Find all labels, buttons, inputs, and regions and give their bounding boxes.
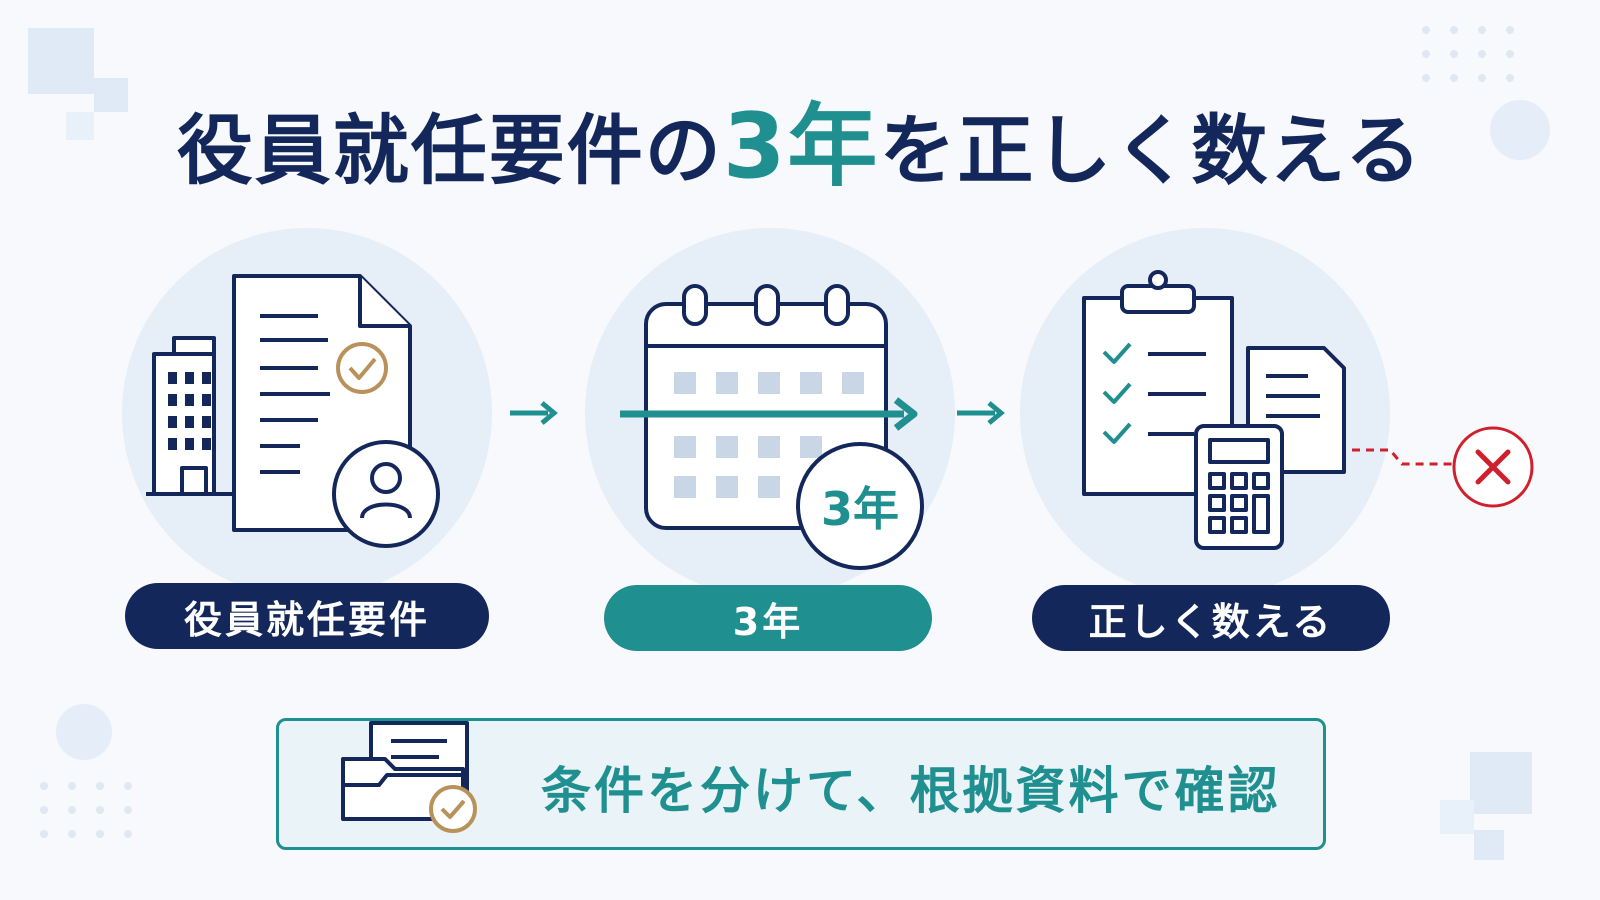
decor-circle-bottom-left: [56, 704, 112, 760]
arrow-right-icon-1: [508, 398, 558, 428]
title-accent: 3年: [722, 94, 880, 199]
decor-circle-right: [1490, 100, 1550, 160]
arrow-right-icon-2: [955, 398, 1005, 428]
decor-dots-bottom-left: [36, 780, 146, 850]
error-x-icon: [1450, 424, 1536, 510]
dashed-connector: [1350, 440, 1460, 480]
calendar-icon: [610, 280, 930, 580]
conclusion-text: 条件を分けて、根拠資料で確認: [541, 762, 1281, 820]
page-title: 役員就任要件の3年を正しく数える: [176, 94, 1424, 199]
decor-squares-top-left: [28, 28, 128, 143]
decor-dots-top-right: [1420, 22, 1530, 92]
step-2-label: 3年: [604, 585, 932, 651]
step-1-label: 役員就任要件: [125, 583, 489, 649]
step-3-label: 正しく数える: [1032, 585, 1390, 651]
three-year-badge: 3年: [820, 482, 899, 536]
folder-check-icon: [335, 715, 485, 835]
decor-squares-bottom-right: [1440, 752, 1540, 862]
clipboard-calculator-icon: [1070, 266, 1360, 566]
document-building-person-icon: [140, 268, 460, 558]
conclusion-box: 条件を分けて、根拠資料で確認: [276, 718, 1326, 850]
